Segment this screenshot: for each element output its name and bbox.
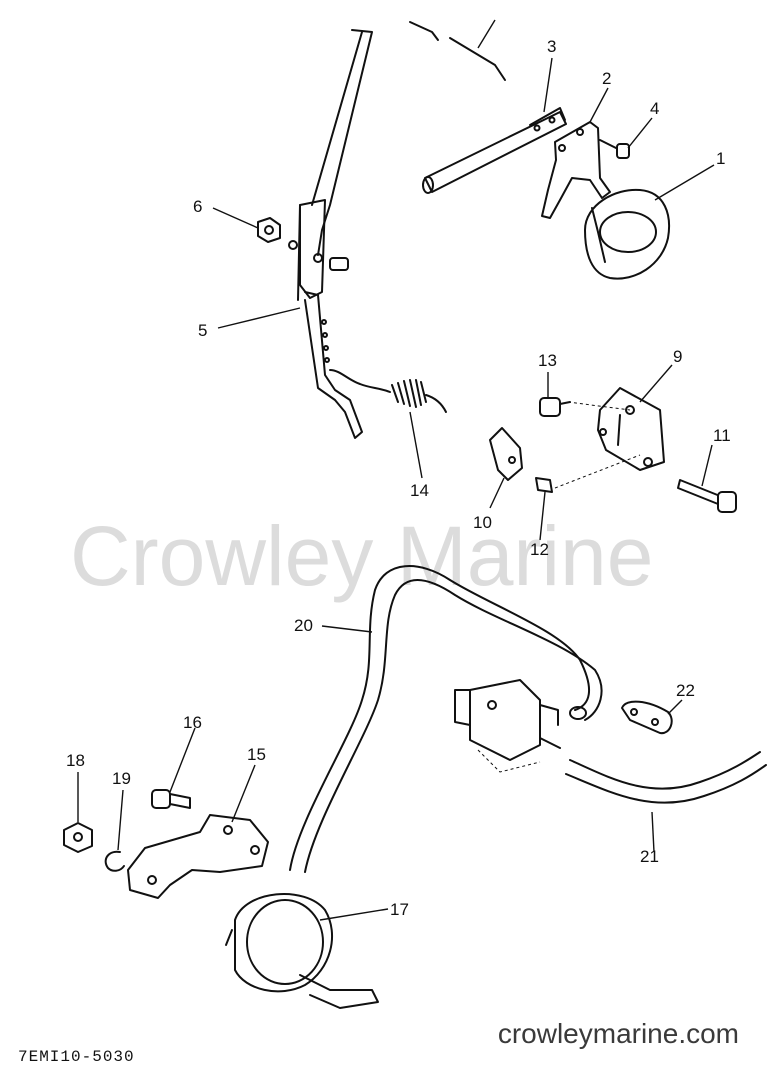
callout-3: 3 [547,37,556,56]
callout-20: 20 [294,616,313,635]
part-11-bolt [677,479,737,513]
callout-18: 18 [66,751,85,770]
callout-9: 9 [673,347,682,366]
part-21-hose [565,751,767,804]
top-linkage [409,19,506,81]
site-url: crowleymarine.com [497,1018,739,1049]
callout-2: 2 [602,69,611,88]
part-18-nut [63,822,93,853]
callout-1: 1 [716,149,725,168]
callout-5: 5 [198,321,207,340]
part-5-link-bracket [288,29,373,439]
part-1-ring-plate [584,188,670,280]
part-10-bracket [489,427,523,481]
callout-10: 10 [473,513,492,532]
part-14-spring [329,369,447,413]
callout-19: 19 [112,769,131,788]
part-13-bolt [539,397,571,417]
drawing-code: 7EMI10-5030 [18,1048,135,1066]
callout-13: 13 [538,351,557,370]
callout-16: 16 [183,713,202,732]
part-22-clip [621,700,673,735]
leader-lines [77,57,715,921]
solenoid-valve [454,679,561,773]
callout-12: 12 [530,540,549,559]
part-17-actuator [225,893,379,1009]
part-6-nut [257,217,281,243]
part-16-bolt [151,789,191,809]
callout-11: 11 [713,426,731,445]
callout-21: 21 [640,847,659,866]
callout-22: 22 [676,681,695,700]
part-15-bracket [127,814,269,899]
callout-6: 6 [193,197,202,216]
part-2-bracket [541,121,611,219]
part-20-hose [289,565,603,873]
part-4-screw [599,139,630,159]
callout-labels: 1 2 3 4 5 6 9 10 11 12 13 14 15 16 17 18… [66,37,731,919]
part-3-rod [422,107,567,194]
callout-4: 4 [650,99,659,118]
callout-14: 14 [410,481,429,500]
watermark-text: Crowley Marine [70,509,654,603]
part-9-bracket [554,387,665,489]
part-12-screw [535,477,553,493]
callout-17: 17 [390,900,409,919]
part-19-clip [104,850,125,872]
callout-15: 15 [247,745,266,764]
